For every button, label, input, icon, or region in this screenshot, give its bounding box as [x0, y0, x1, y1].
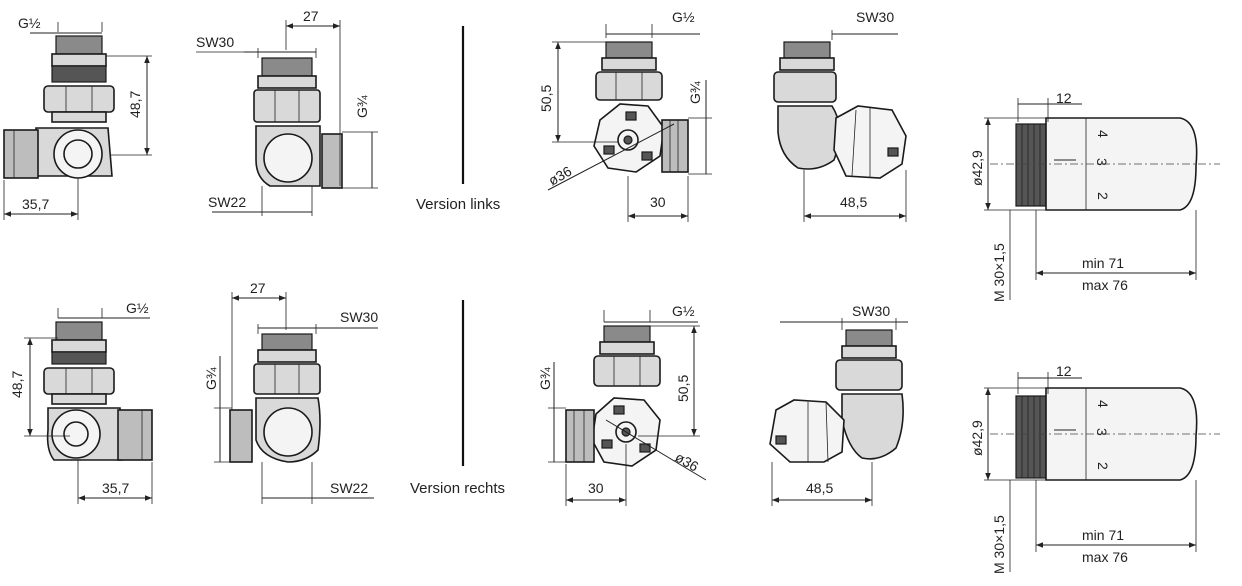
dimensions-drawing-9: SW30 48,5 [771, 303, 908, 506]
label-sw30-4: SW30 [852, 303, 890, 319]
valve-front-view-links [3, 35, 115, 179]
dimensions-drawing-10: 12 ø42,9 M 30×1,5 min 71 max 76 [969, 363, 1197, 574]
dimensions-drawing-5: 12 ø42,9 M 30×1,5 min 71 max 76 [969, 90, 1197, 302]
scale-3-top: 3 [1094, 158, 1110, 166]
valve-angle-view-rechts [769, 329, 904, 463]
scale-4-bottom: 4 [1095, 400, 1111, 408]
label-30-2: 30 [588, 480, 604, 496]
valve-top-view-links [593, 41, 689, 173]
label-g-half-2: G½ [672, 9, 695, 25]
label-sw30-2: SW30 [856, 9, 894, 25]
valve-side-view-links [253, 57, 343, 189]
label-12-1: 12 [1056, 90, 1072, 106]
label-g-three-quarter-3: G¾ [203, 367, 219, 390]
label-g-three-quarter-1: G¾ [354, 95, 370, 118]
label-50-5-1: 50,5 [538, 85, 554, 112]
label-max76-2: max 76 [1082, 549, 1128, 565]
valve-front-view-rechts [43, 321, 153, 461]
label-phi36-1: ø36 [546, 163, 575, 189]
label-27-1: 27 [303, 8, 319, 24]
label-phi42-9-2: ø42,9 [969, 420, 985, 456]
label-sw30-3: SW30 [340, 309, 378, 325]
label-48-7-2: 48,7 [9, 371, 25, 398]
thermostat-head-top: 4 3 2 [990, 117, 1220, 211]
dimensions-drawing-2: 27 SW30 G¾ SW22 [196, 8, 378, 216]
label-sw22-2: SW22 [330, 480, 368, 496]
dimensions-drawing-4: SW30 48,5 [803, 9, 907, 222]
label-g-three-quarter-4: G¾ [537, 367, 553, 390]
scale-2-bottom: 2 [1095, 462, 1111, 470]
label-phi42-9-1: ø42,9 [969, 150, 985, 186]
label-g-half-4: G½ [672, 303, 695, 319]
label-min71-1: min 71 [1082, 255, 1124, 271]
label-30-1: 30 [650, 194, 666, 210]
label-48-5-1: 48,5 [840, 194, 867, 210]
thermostat-head-bottom: 4 3 2 [990, 387, 1220, 481]
label-phi36-2: ø36 [673, 449, 702, 475]
valve-side-view-rechts [229, 333, 321, 463]
label-35-7-2: 35,7 [102, 480, 129, 496]
dimensions-drawing-7: 27 SW30 G¾ SW22 [203, 280, 378, 504]
label-50-5-2: 50,5 [675, 375, 691, 402]
valve-angle-view-links [773, 41, 907, 179]
label-g-half-3: G½ [126, 300, 149, 316]
dimensions-drawing-1: G½ 48,7 35,7 [3, 15, 152, 220]
label-27-2: 27 [250, 280, 266, 296]
dimensions-drawing-6: G½ 48,7 35,7 [9, 300, 153, 504]
valve-top-view-rechts [565, 325, 661, 467]
label-version-rechts: Version rechts [410, 480, 505, 497]
scale-4-top: 4 [1095, 130, 1111, 138]
label-g-three-quarter-2: G¾ [687, 81, 703, 104]
label-g-half-1: G½ [18, 15, 41, 31]
label-m30-1: M 30×1,5 [991, 243, 1007, 302]
label-35-7-1: 35,7 [22, 196, 49, 212]
label-sw22-1: SW22 [208, 194, 246, 210]
scale-3-bottom: 3 [1094, 428, 1110, 436]
label-12-2: 12 [1056, 363, 1072, 379]
label-min71-2: min 71 [1082, 527, 1124, 543]
label-48-5-2: 48,5 [806, 480, 833, 496]
label-sw30-1: SW30 [196, 34, 234, 50]
label-version-links: Version links [416, 196, 500, 213]
label-max76-1: max 76 [1082, 277, 1128, 293]
dimensions-drawing-8: G½ 50,5 G¾ ø36 30 [537, 303, 707, 506]
label-m30-2: M 30×1,5 [991, 515, 1007, 574]
scale-2-top: 2 [1095, 192, 1111, 200]
label-48-7-1: 48,7 [127, 91, 143, 118]
